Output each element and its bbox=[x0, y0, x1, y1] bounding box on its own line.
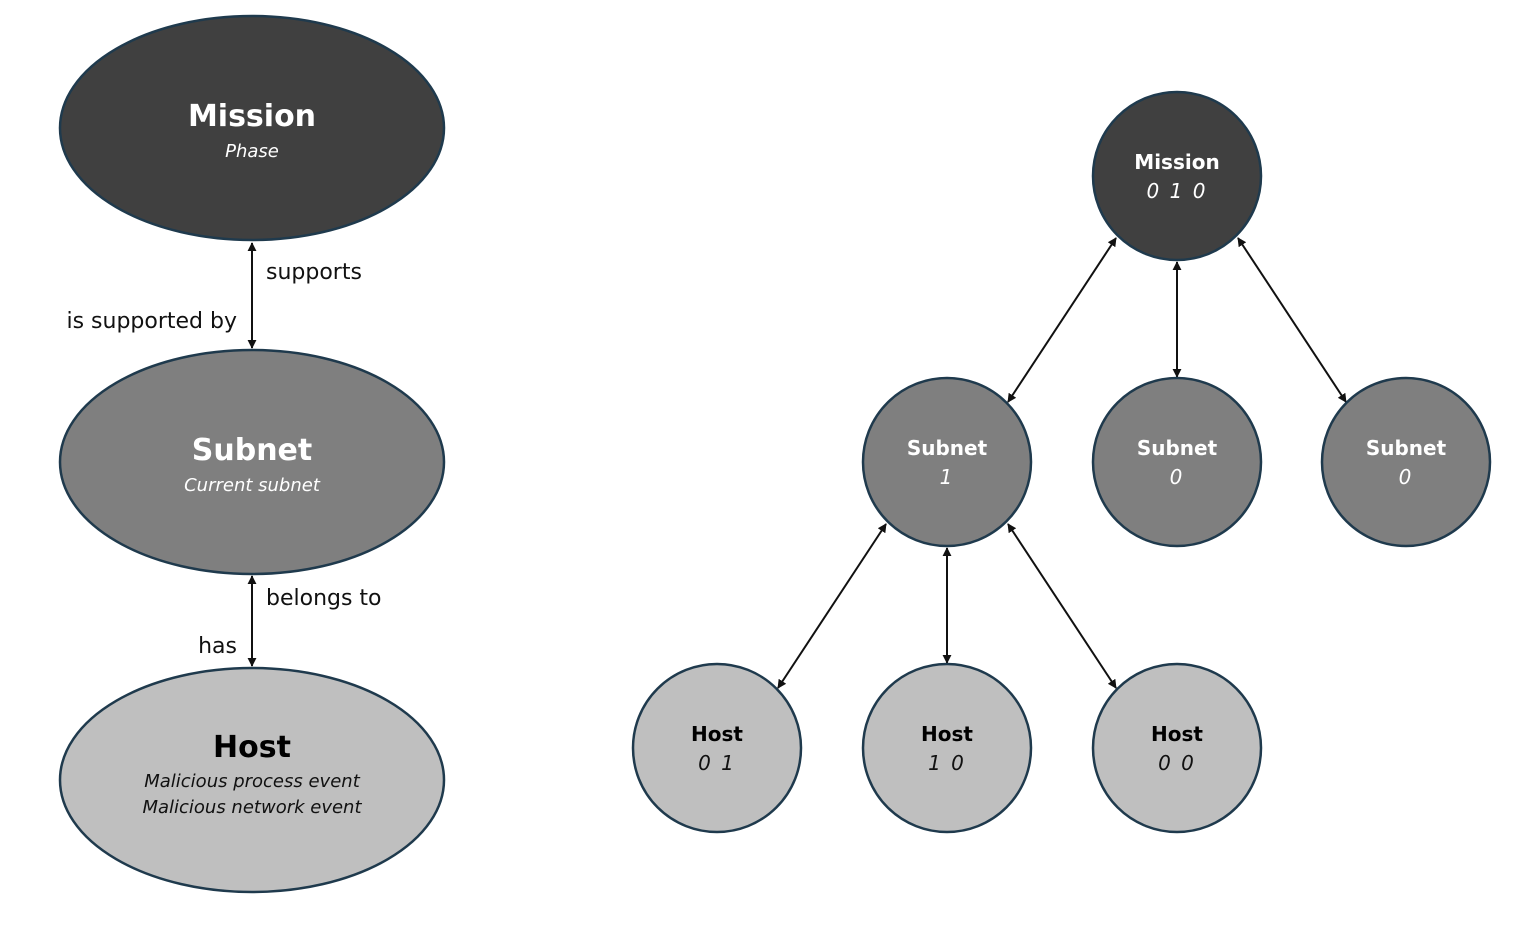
relation-has-label: has bbox=[198, 634, 237, 659]
instance-subnet-node: Subnet 0 bbox=[1320, 376, 1492, 548]
instance-subnet-value: 1 bbox=[940, 465, 955, 489]
edge-mission-subnet-3 bbox=[1237, 237, 1347, 403]
instance-subnet-label: Subnet bbox=[1366, 436, 1447, 460]
schema-subnet-attr: Current subnet bbox=[184, 475, 321, 496]
schema-subnet-title: Subnet bbox=[192, 433, 312, 468]
instance-subnet-node: Subnet 0 bbox=[1091, 376, 1263, 548]
instance-mission-node: Mission 0 1 0 bbox=[1091, 90, 1263, 262]
instance-host-value: 0 0 bbox=[1158, 751, 1196, 775]
schema-diagram: Mission Phase supports is supported by S… bbox=[58, 14, 446, 894]
schema-subnet-node: Subnet Current subnet bbox=[58, 348, 446, 576]
instance-subnet-label: Subnet bbox=[907, 436, 988, 460]
instance-host-node: Host 0 1 bbox=[631, 662, 803, 834]
instance-host-node: Host 0 0 bbox=[1091, 662, 1263, 834]
edge-mission-subnet-1 bbox=[1007, 237, 1117, 403]
instance-subnet-value: 0 bbox=[1170, 465, 1185, 489]
schema-host-node: Host Malicious process event Malicious n… bbox=[58, 666, 446, 894]
edge-subnet-host-3 bbox=[1007, 523, 1117, 689]
schema-mission-node: Mission Phase bbox=[58, 14, 446, 242]
edge-subnet-host-1 bbox=[777, 523, 887, 689]
instance-host-label: Host bbox=[1151, 722, 1203, 746]
schema-host-title: Host bbox=[213, 730, 291, 765]
relation-belongs-to-label: belongs to bbox=[266, 586, 382, 611]
instance-mission-label: Mission bbox=[1134, 150, 1219, 174]
schema-mission-attr: Phase bbox=[225, 141, 279, 162]
instance-subnet-value: 0 bbox=[1399, 465, 1414, 489]
instance-host-label: Host bbox=[691, 722, 743, 746]
schema-host-attr-2: Malicious network event bbox=[142, 797, 362, 818]
instance-host-value: 1 0 bbox=[928, 751, 966, 775]
instance-mission-value: 0 1 0 bbox=[1147, 179, 1208, 203]
instance-host-value: 0 1 bbox=[698, 751, 736, 775]
instance-subnet-label: Subnet bbox=[1137, 436, 1218, 460]
instance-host-node: Host 1 0 bbox=[861, 662, 1033, 834]
relation-is-supported-by-label: is supported by bbox=[66, 309, 237, 334]
relation-supports-label: supports bbox=[266, 260, 362, 285]
instance-host-label: Host bbox=[921, 722, 973, 746]
schema-host-attr-1: Malicious process event bbox=[144, 771, 360, 792]
instance-tree: Mission 0 1 0 Subnet 1 Subnet 0 Subnet 0… bbox=[631, 90, 1492, 834]
schema-mission-title: Mission bbox=[188, 99, 316, 134]
instance-subnet-node: Subnet 1 bbox=[861, 376, 1033, 548]
